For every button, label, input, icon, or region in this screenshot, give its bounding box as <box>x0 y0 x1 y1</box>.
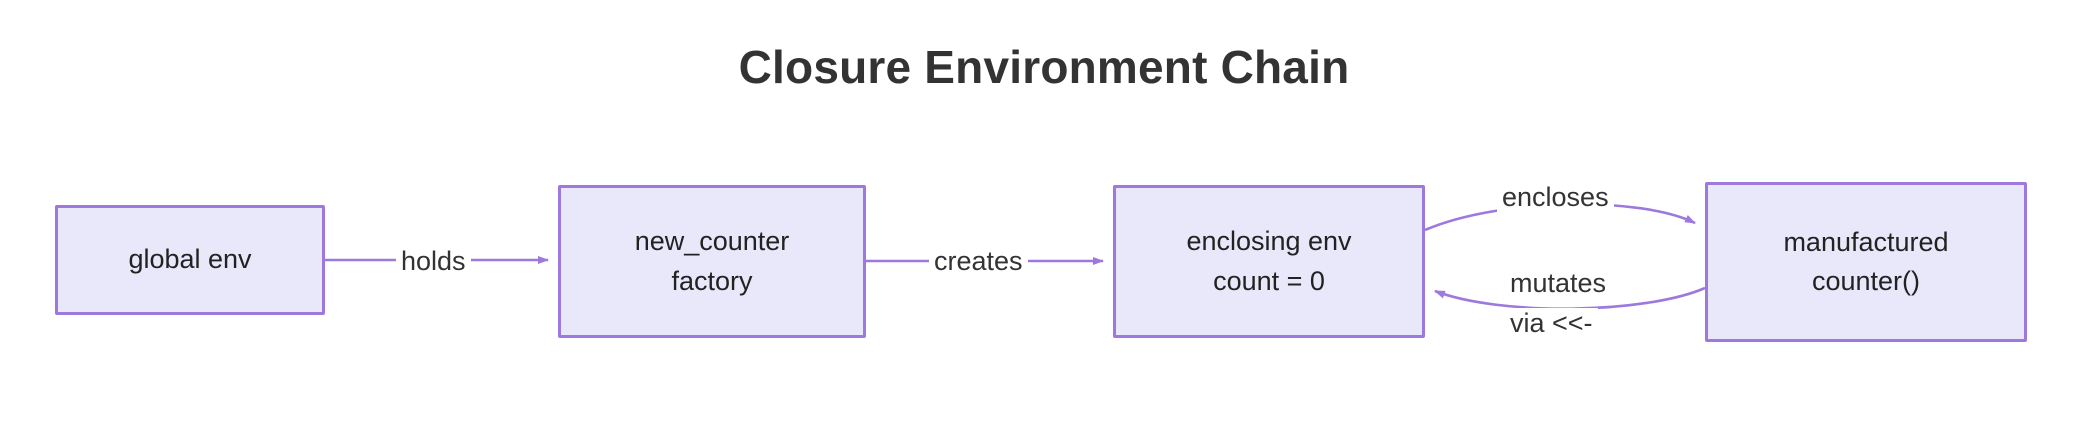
edge-label-mutates: mutates <box>1505 268 1612 299</box>
node-manufactured-counter-line-2: counter() <box>1811 266 1921 296</box>
diagram-title: Closure Environment Chain <box>738 41 1350 93</box>
node-global-env-line-1: global env <box>128 244 252 275</box>
node-enclosing-env-line-1: enclosing env <box>1186 226 1352 257</box>
edge-label-encloses: encloses <box>1497 182 1614 213</box>
edge-label-mutates-via: via <<- <box>1505 308 1598 339</box>
node-new-counter-factory-line-1: new_counter <box>634 226 790 257</box>
node-enclosing-env[interactable]: enclosing env count = 0 <box>1113 185 1425 338</box>
node-new-counter-factory-line-2: factory <box>671 265 753 296</box>
edge-label-holds: holds <box>396 246 471 277</box>
node-manufactured-counter-line-1: manufactured <box>1783 226 1949 257</box>
node-global-env[interactable]: global env <box>55 205 325 315</box>
node-enclosing-env-line-2: count = 0 <box>1213 265 1325 296</box>
edge-label-creates: creates <box>929 246 1028 277</box>
node-manufactured-counter[interactable]: manufactured counter() <box>1705 182 2027 342</box>
node-new-counter-factory[interactable]: new_counter factory <box>558 185 866 338</box>
